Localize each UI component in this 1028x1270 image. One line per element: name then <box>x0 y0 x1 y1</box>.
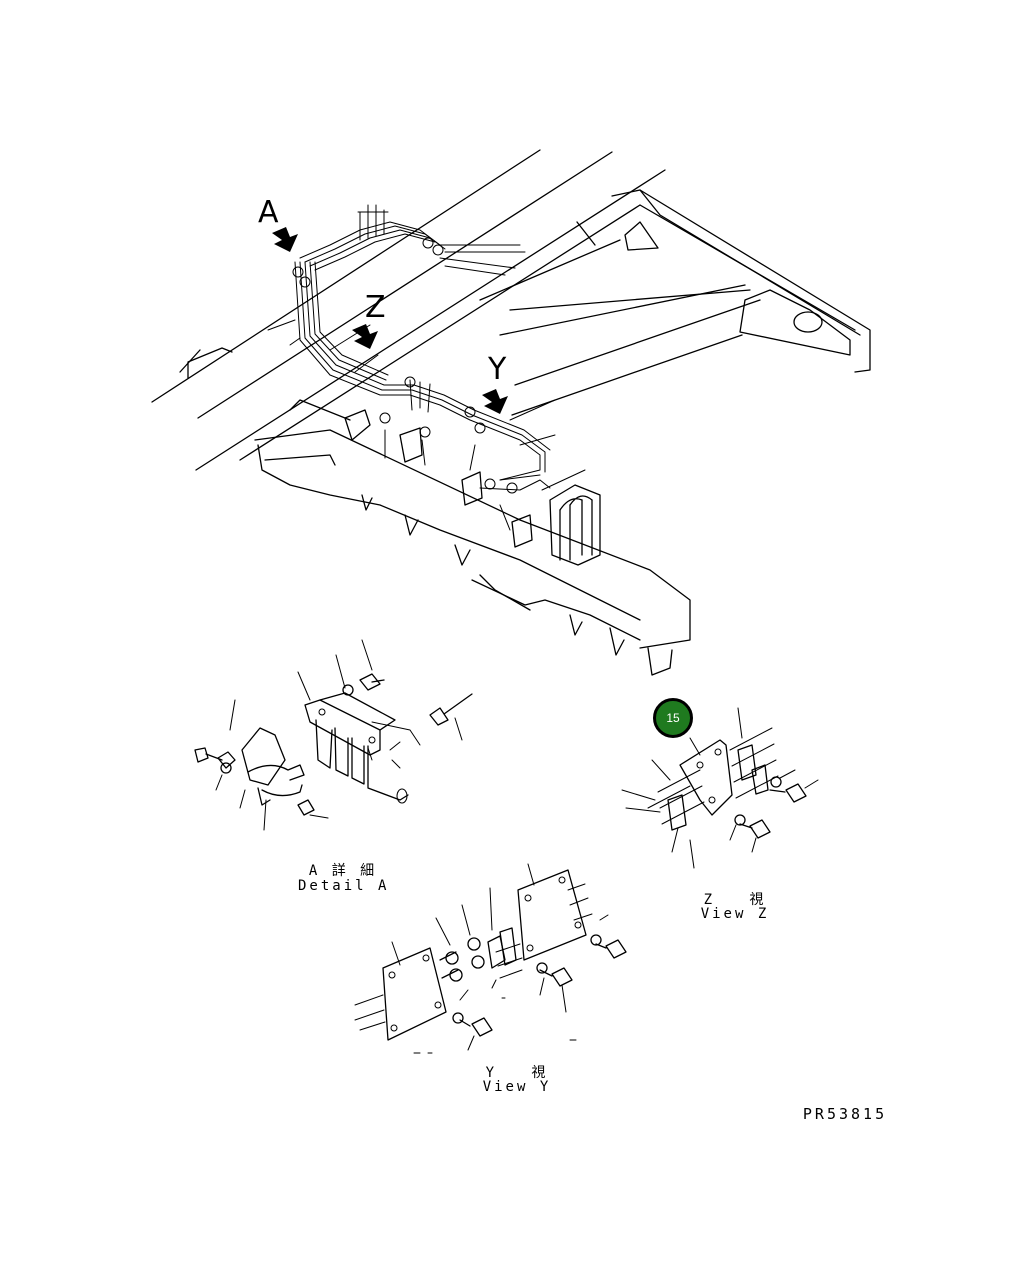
view-marker-z: Z <box>365 290 386 325</box>
view-y-caption-jp: Y 視 <box>485 1065 549 1081</box>
detail-a-caption-jp: A 詳 細 <box>308 863 378 879</box>
drawing-number: PR53815 <box>802 1105 888 1123</box>
detail-a-caption-en: Detail A <box>298 878 390 894</box>
hydraulic-lines <box>267 204 586 531</box>
view-y-assembly <box>354 863 627 1054</box>
view-arrow-z <box>352 324 378 349</box>
view-z-caption-jp: Z 視 <box>703 892 767 908</box>
view-arrow-a <box>272 227 298 252</box>
view-marker-a: A <box>258 195 279 230</box>
view-y-caption-en: View Y <box>482 1079 552 1095</box>
view-marker-y: Y <box>488 352 507 387</box>
view-z-assembly <box>621 707 819 869</box>
view-arrow-y <box>482 389 508 414</box>
part-callout-15[interactable]: 15 <box>653 698 693 738</box>
detail-a-assembly <box>194 639 473 831</box>
main-frame <box>151 149 871 676</box>
view-z-caption-en: View Z <box>700 906 770 922</box>
